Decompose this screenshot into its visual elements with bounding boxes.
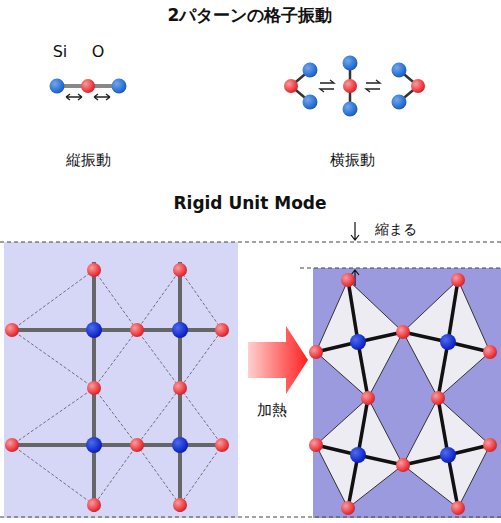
mode-label: 縦振動 xyxy=(66,151,111,170)
longitudinal-vibration xyxy=(50,79,127,101)
section-heading: Rigid Unit Mode xyxy=(173,193,326,213)
heat-label: 加熱 xyxy=(257,401,287,420)
lattice-after xyxy=(309,273,497,515)
heading: 2パターンの格子振動 xyxy=(168,4,333,27)
heating-arrow xyxy=(248,326,308,394)
atom-label: Si xyxy=(53,42,68,61)
mode-label: 横振動 xyxy=(330,151,375,170)
shrink-label: 縮まる xyxy=(375,221,417,239)
atom-label: O xyxy=(92,42,105,61)
lattice-before xyxy=(5,262,229,512)
transverse-vibration xyxy=(284,56,425,117)
